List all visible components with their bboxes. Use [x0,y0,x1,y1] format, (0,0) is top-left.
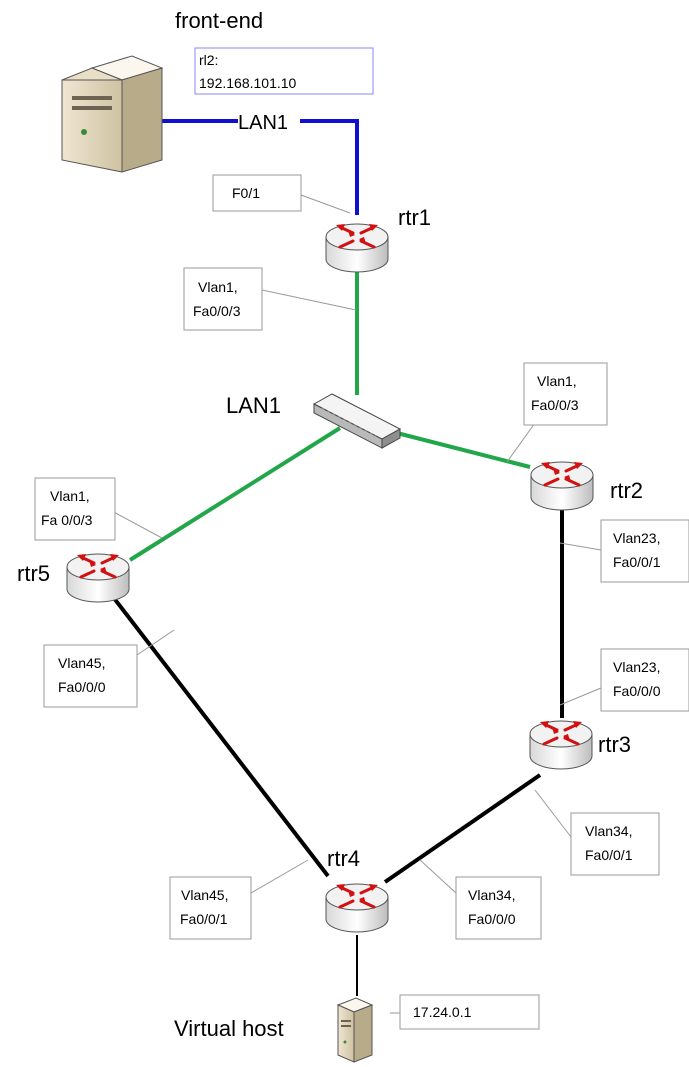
callout-line: Vlan34, [585,823,632,839]
links [108,119,564,996]
callout-line: Fa0/0/1 [180,911,228,927]
callout-line: 17.24.0.1 [413,1004,472,1020]
rtr4-router-icon [324,882,390,934]
rtr1-router-icon [324,222,390,274]
rtr5-vlan1-callout: Vlan1, Fa 0/0/3 [34,477,116,541]
callout-line: Fa0/0/0 [58,679,106,695]
virtual-host-label: Virtual host [174,1016,284,1041]
callout-line: Vlan1, [537,373,577,389]
rtr3-router-icon [528,719,594,771]
rtr1-vlan-callout: Vlan1, Fa0/0/3 [183,267,263,331]
rtr5-label: rtr5 [17,561,50,586]
callout-line: Fa0/0/1 [585,847,633,863]
link-rtr3-rtr4 [383,773,542,884]
virtual-host-ip-callout: 17.24.0.1 [399,994,540,1030]
callout-line: Vlan34, [468,887,515,903]
rtr4-label: rtr4 [327,846,360,871]
callout-line: Fa0/0/3 [531,397,579,413]
rtr1-label: rtr1 [398,205,431,230]
callout-line: Fa0/0/0 [468,911,516,927]
callout-line: Vlan23, [613,659,660,675]
link-frontend-rtr1 [150,119,359,215]
callout-line: Vlan1, [50,488,90,504]
switch-label: LAN1 [226,393,281,418]
rtr5-router-icon [65,552,131,604]
switch-icon [312,393,402,449]
link-switch-rtr2 [396,431,531,469]
callout-line: Vlan45, [58,655,105,671]
callout-line: Fa0/0/0 [613,683,661,699]
callout-line: Vlan45, [181,887,228,903]
rtr1-f-callout: F0/1 [212,174,302,212]
rtr3-vlan34-callout: Vlan34, Fa0/0/1 [570,812,660,876]
callout-line: F0/1 [232,185,260,201]
rtr2-vlan23-callout: Vlan23, Fa0/0/1 [600,519,689,583]
rtr4-vlan45-callout: Vlan45, Fa0/0/1 [169,876,252,940]
front-end-label: front-end [175,8,263,33]
callout-line: Fa0/0/3 [193,303,241,319]
rtr3-label: rtr3 [598,732,631,757]
callout-line: rl2: [199,52,218,68]
rtr5-vlan45-callout: Vlan45, Fa0/0/0 [43,644,138,708]
virtual-host-server-icon [336,997,374,1063]
rtr3-vlan23-callout: Vlan23, Fa0/0/0 [600,648,689,712]
callout-line: Fa0/0/1 [613,554,661,570]
rtr4-vlan34-callout: Vlan34, Fa0/0/0 [455,876,542,940]
link-switch-rtr5 [128,426,342,562]
rtr2-router-icon [529,460,595,512]
lan1-link-label: LAN1 [238,112,288,134]
callout-line: 192.168.101.10 [199,75,297,91]
callout-line: Vlan1, [198,279,238,295]
link-rtr5-rtr4 [108,591,330,878]
callout-line: Fa 0/0/3 [41,512,93,528]
callout-line: Vlan23, [613,530,660,546]
front-end-ip-callout: rl2: 192.168.101.10 [194,47,374,95]
rtr2-vlan1-callout: Vlan1, Fa0/0/3 [523,362,608,426]
server-icon [61,55,164,173]
rtr2-label: rtr2 [610,478,643,503]
